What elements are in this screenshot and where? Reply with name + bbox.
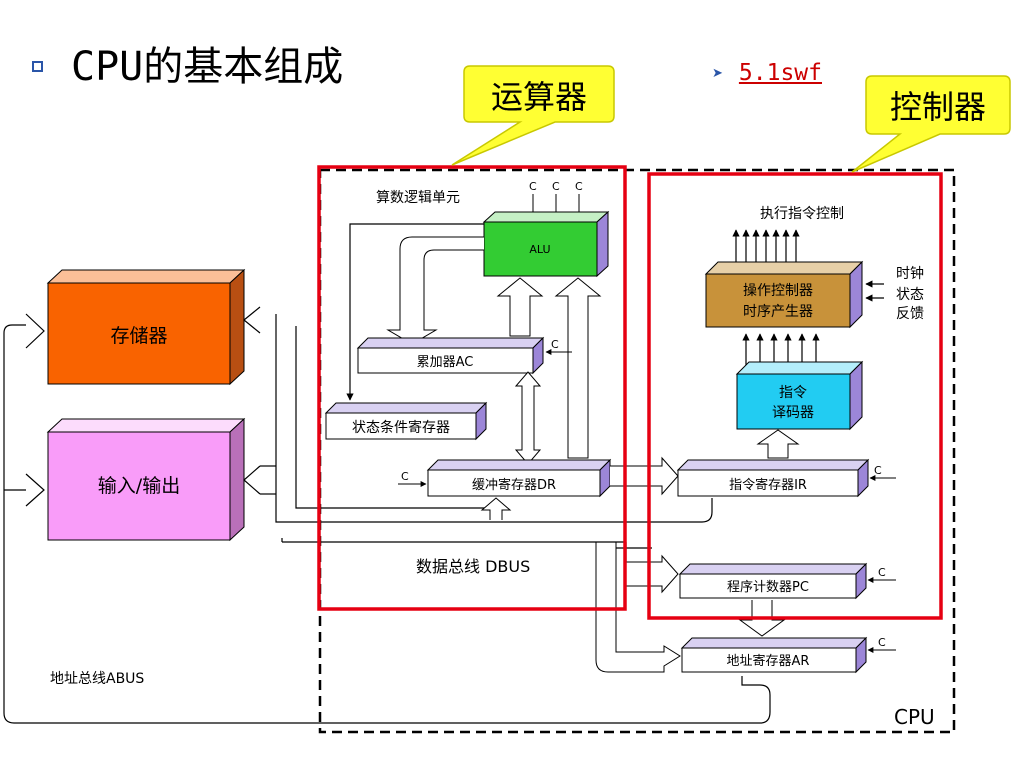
slide-title: CPU的基本组成 (71, 44, 344, 90)
alu-c3-label: C (575, 180, 583, 193)
ac-to-alu-arrow (496, 277, 544, 337)
dbus-lines (243, 306, 713, 573)
clock-state-arrows (865, 280, 884, 302)
alu-c2-label: C (552, 180, 560, 193)
decoder-line2: 译码器 (772, 405, 814, 421)
decoder-line1: 指令 (779, 385, 807, 401)
control-callout: 控制器 (851, 75, 1011, 173)
alu-callout-label: 运算器 (491, 78, 587, 116)
cpu-boundary (318, 168, 956, 734)
io-block: 输入/输出 (46, 417, 246, 542)
status-label: 状态条件寄存器 (352, 419, 450, 436)
memory-block: 存储器 (46, 268, 246, 386)
pc-register: 程序计数器PC (678, 562, 868, 600)
ir-to-decoder-arrow (756, 429, 800, 459)
slide-title-row: CPU的基本组成 (32, 38, 343, 90)
memory-label: 存储器 (110, 325, 167, 347)
alu-caption: 算数逻辑单元 (376, 190, 460, 206)
pc-label: 程序计数器PC (727, 580, 809, 595)
dr-c-label: C (401, 470, 409, 483)
clock-label: 时钟 (896, 265, 924, 282)
ir-label: 指令寄存器IR (729, 477, 807, 493)
ir-c-label: C (874, 464, 882, 477)
alu-c1-label: C (529, 180, 537, 193)
op-control-line1: 操作控制器 (743, 283, 813, 299)
control-callout-label: 控制器 (890, 88, 986, 126)
arrow-bullet-icon: ➤ (712, 65, 723, 81)
alu-to-status-arrow (346, 223, 484, 401)
ar-register: 地址寄存器AR (680, 636, 868, 674)
swf-link[interactable]: 5.1swf (738, 60, 822, 86)
feedback-label: 反馈 (896, 306, 924, 322)
dbus-label: 数据总线 DBUS (416, 557, 530, 576)
bus-to-ar-arrow (595, 542, 681, 673)
io-label: 输入/输出 (98, 475, 180, 497)
ac-dr-arrow (514, 371, 542, 465)
alu-highlight-frame (317, 165, 627, 611)
alu-to-ac-arrow (386, 236, 484, 345)
dr-to-alu-arrow (554, 277, 602, 459)
dr-to-ir-arrow (610, 456, 679, 496)
state-label: 状态 (896, 287, 924, 303)
status-register: 状态条件寄存器 (324, 401, 488, 441)
abus-label: 地址总线ABUS (50, 671, 144, 687)
abus-lines (3, 313, 771, 724)
ir-register: 指令寄存器IR (676, 458, 870, 498)
bus-to-pc-arrow (626, 554, 679, 594)
exec-control-label: 执行指令控制 (760, 206, 844, 222)
control-highlight-frame (647, 172, 943, 620)
ac-label: 累加器AC (417, 355, 474, 370)
dr-bus-arrow (480, 497, 512, 520)
ac-c-label: C (551, 338, 559, 351)
dr-register: 缓冲寄存器DR (426, 458, 612, 498)
alu-callout: 运算器 (451, 65, 615, 166)
alu-block: ALU (482, 210, 610, 278)
op-control-line2: 时序产生器 (743, 304, 813, 320)
ar-label: 地址寄存器AR (727, 653, 810, 669)
cpu-label: CPU (894, 705, 935, 729)
dr-label: 缓冲寄存器DR (472, 477, 556, 493)
alu-label: ALU (529, 243, 550, 256)
decoder-block: 指令 译码器 (735, 360, 864, 431)
pc-c-label: C (878, 566, 886, 579)
ac-register: 累加器AC (356, 336, 545, 375)
op-control-block: 操作控制器 时序产生器 (704, 260, 864, 329)
ar-c-label: C (878, 636, 886, 649)
link-row: ➤ 5.1swf (712, 60, 822, 86)
square-bullet-icon (32, 60, 43, 72)
